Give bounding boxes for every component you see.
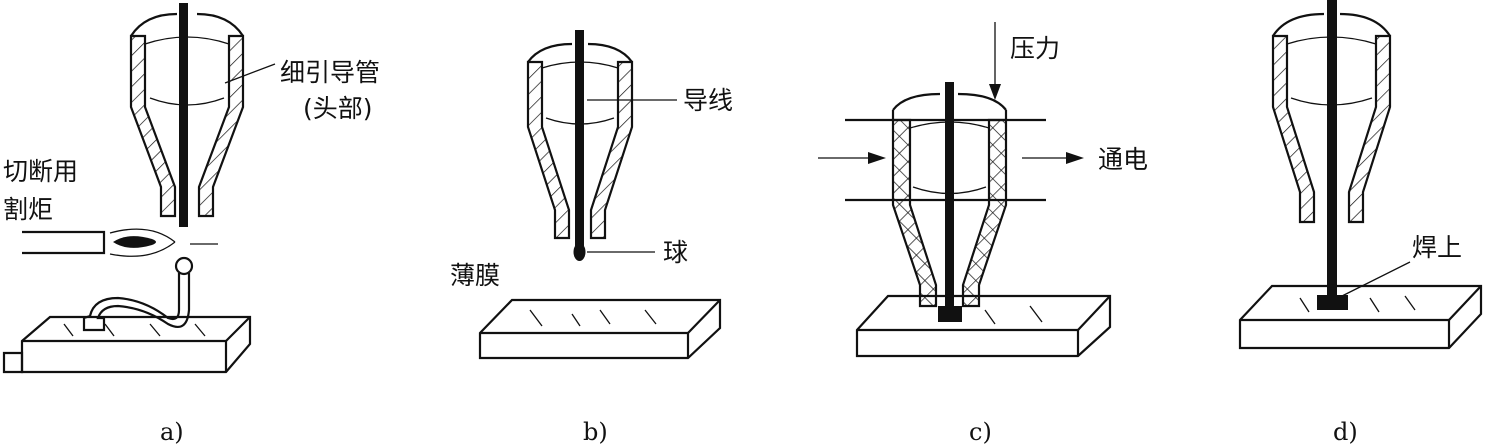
wire-ball — [573, 243, 586, 261]
torch-flame — [113, 236, 156, 248]
bonded-label: 焊上 — [1412, 233, 1462, 262]
caption-c: c) — [969, 418, 992, 446]
substrate-b — [478, 298, 722, 360]
caption-a: a) — [160, 418, 184, 446]
substrate-d — [1238, 284, 1483, 350]
panel-c: 压力 通电 c) — [818, 22, 1148, 446]
capillary-right-wall — [961, 118, 1008, 308]
flattened-ball — [938, 306, 962, 322]
capillary-left-wall — [1271, 34, 1316, 224]
capillary-right-wall — [197, 34, 245, 218]
wire-ball — [174, 256, 194, 276]
capillary-right-wall — [1347, 34, 1392, 224]
capillary-label: 细引导管 — [280, 58, 380, 87]
wire — [1327, 0, 1337, 300]
wire — [575, 30, 584, 248]
current-label: 通电 — [1098, 145, 1148, 174]
panel-a: 细引导管 (头部) 切断用 割炬 a) — [2, 3, 380, 446]
capillary-note-label: (头部) — [303, 94, 373, 123]
capillary-left-wall — [891, 118, 938, 308]
bonded-wire-loop — [82, 273, 191, 332]
panel-b: 导线 球 薄膜 b) — [450, 30, 733, 446]
capillary-left-wall — [526, 60, 571, 240]
substrate-a — [2, 315, 252, 374]
wire-label: 导线 — [683, 86, 733, 115]
caption-b: b) — [583, 418, 608, 446]
caption-d: d) — [1333, 418, 1358, 446]
panel-d: 焊上 d) — [1238, 0, 1483, 446]
bonded-ball — [1317, 295, 1348, 310]
wire — [945, 82, 954, 314]
substrate-c — [855, 294, 1112, 358]
film-label: 薄膜 — [450, 261, 500, 290]
cutting-torch — [22, 230, 106, 255]
capillary-left-wall — [129, 34, 177, 218]
torch-label-line1: 切断用 — [3, 157, 78, 186]
pressure-label: 压力 — [1010, 34, 1060, 63]
ball-label: 球 — [663, 238, 688, 267]
capillary-right-wall — [589, 60, 634, 240]
torch-label-line2: 割炬 — [3, 195, 53, 224]
wire — [179, 3, 188, 227]
